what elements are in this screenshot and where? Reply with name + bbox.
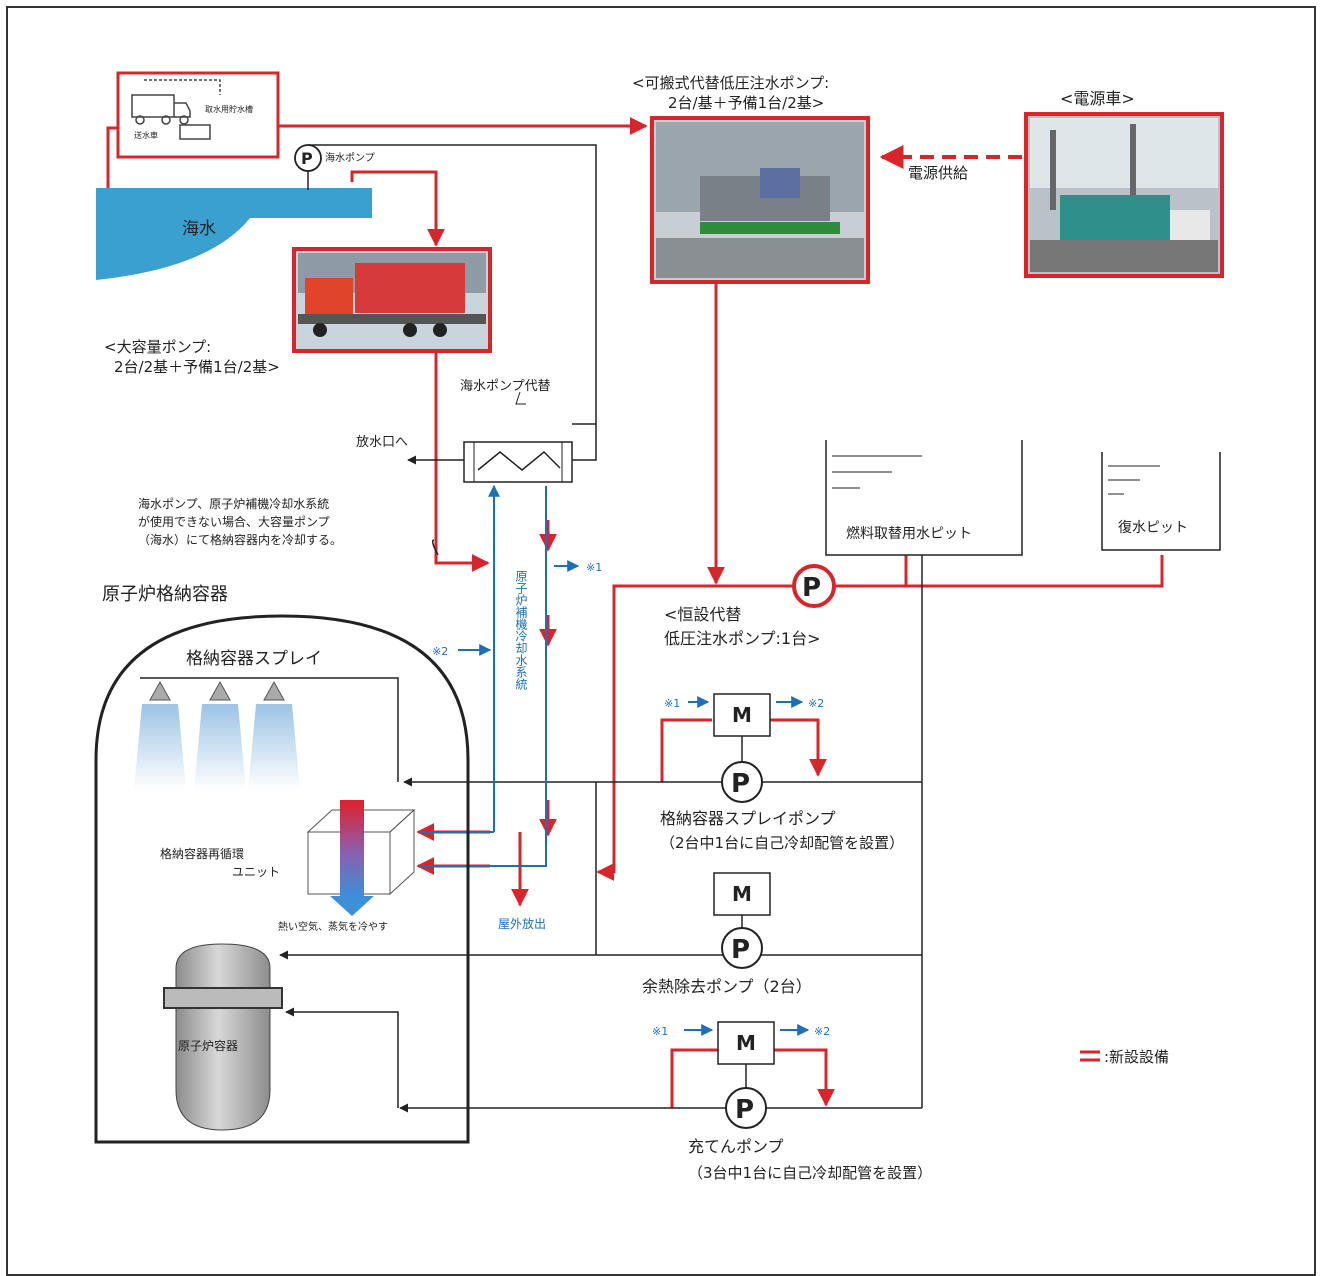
ref2-label-b: ※2 (808, 697, 824, 710)
permanent-pump-icon (792, 564, 836, 608)
power-car-photo (1024, 112, 1224, 278)
ref2-label-a: ※2 (432, 645, 448, 658)
spray-pump-label-2: （2台中1台に自己冷却配管を設置） (660, 834, 904, 852)
large-pump-photo (292, 247, 492, 353)
spray-pump-label-1: 格納容器スプレイポンプ (660, 809, 836, 828)
containment-label: 原子炉格納容器 (102, 584, 228, 605)
note-line-1: 海水ポンプ、原子炉補機冷却水系統 (138, 496, 329, 511)
ref1-label-c: ※1 (652, 1025, 668, 1038)
fuel-pit (825, 440, 1023, 556)
recirc-unit-label-1: 格納容器再循環 (160, 846, 244, 861)
spray-pump-symbol: P (731, 769, 750, 799)
ref1-label-b: ※1 (664, 697, 680, 710)
power-supply-label: 電源供給 (908, 164, 968, 182)
seawater-pump-label: 海水ポンプ (325, 151, 375, 164)
existing-lines (140, 144, 923, 1113)
spray-pump-motor (713, 693, 771, 737)
heat-exchanger (463, 441, 573, 483)
note-line-2: が使用できない場合、大容量ポンプ (138, 514, 330, 529)
water-tank-label: 取水用貯水槽 (205, 104, 253, 114)
seawater-pump-alt-label: 海水ポンプ代替 (460, 379, 551, 394)
permanent-pump-label-1: <恒設代替 (664, 605, 741, 624)
condensate-pit-label: 復水ピット (1118, 519, 1188, 536)
fuel-pit-label: 燃料取替用水ピット (846, 525, 972, 542)
large-pump-label-2: 2台/2基＋予備1台/2基> (114, 358, 280, 376)
spray-label: 格納容器スプレイ (186, 649, 322, 669)
ccw-system-lines (420, 484, 810, 1036)
outdoor-release-label: 屋外放出 (498, 916, 546, 931)
ref1-label-a: ※1 (586, 561, 602, 574)
charging-pump-label-2: （3台中1台に自己冷却配管を設置） (688, 1164, 932, 1182)
power-car-label: <電源車> (1060, 89, 1135, 108)
permanent-pump-symbol: P (802, 573, 821, 603)
rhr-pump-motor-symbol: M (732, 882, 752, 906)
rhr-pump-motor (713, 872, 771, 916)
recirc-unit-label-2: ユニット (232, 865, 280, 879)
seawater-basin (96, 188, 372, 280)
portable-pump-photo (650, 116, 870, 284)
charging-pump-label-1: 充てんポンプ (688, 1137, 784, 1156)
recirculation-unit (306, 800, 416, 916)
spray-pump-motor-symbol: M (732, 703, 752, 727)
large-pump-label-1: <大容量ポンプ: (104, 338, 211, 356)
hot-air-label: 熱い空気、蒸気を冷やす (278, 920, 388, 933)
ref2-label-c: ※2 (814, 1025, 830, 1038)
rhr-pump-symbol: P (731, 935, 750, 965)
water-truck-box (116, 71, 280, 159)
rpv-label: 原子炉容器 (178, 1038, 238, 1053)
water-truck-label: 送水車 (134, 130, 158, 140)
charging-pump-icon (725, 1087, 767, 1129)
spray-nozzles (134, 680, 300, 790)
reactor-vessel (163, 943, 283, 1131)
charging-pump-motor-symbol: M (736, 1031, 756, 1055)
legend-new-equipment-icon (1080, 1050, 1100, 1062)
condensate-pit (1101, 452, 1221, 551)
charging-pump-motor (717, 1021, 775, 1065)
rhr-pump-label: 余熱除去ポンプ（2台） (642, 977, 812, 996)
seawater-label: 海水 (182, 219, 216, 239)
note-line-3: （海水）にて格納容器内を冷却する。 (138, 532, 342, 547)
rhr-pump-icon (721, 927, 763, 969)
portable-pump-label-1: <可搬式代替低圧注水ポンプ: (632, 74, 829, 92)
ccw-system-label: 原子炉補機冷却水系統 (514, 570, 528, 691)
seawater-pump-symbol: P (301, 149, 313, 168)
legend-label: :新設設備 (1104, 1048, 1169, 1066)
discharge-label: 放水口へ (356, 435, 408, 450)
containment-vessel (94, 614, 470, 1144)
charging-pump-symbol: P (735, 1095, 754, 1125)
spray-pump-icon (721, 761, 763, 803)
permanent-pump-label-2: 低圧注水ポンプ:1台> (664, 629, 821, 648)
portable-pump-label-2: 2台/基＋予備1台/2基> (668, 94, 824, 112)
water-truck-icon (131, 79, 221, 140)
